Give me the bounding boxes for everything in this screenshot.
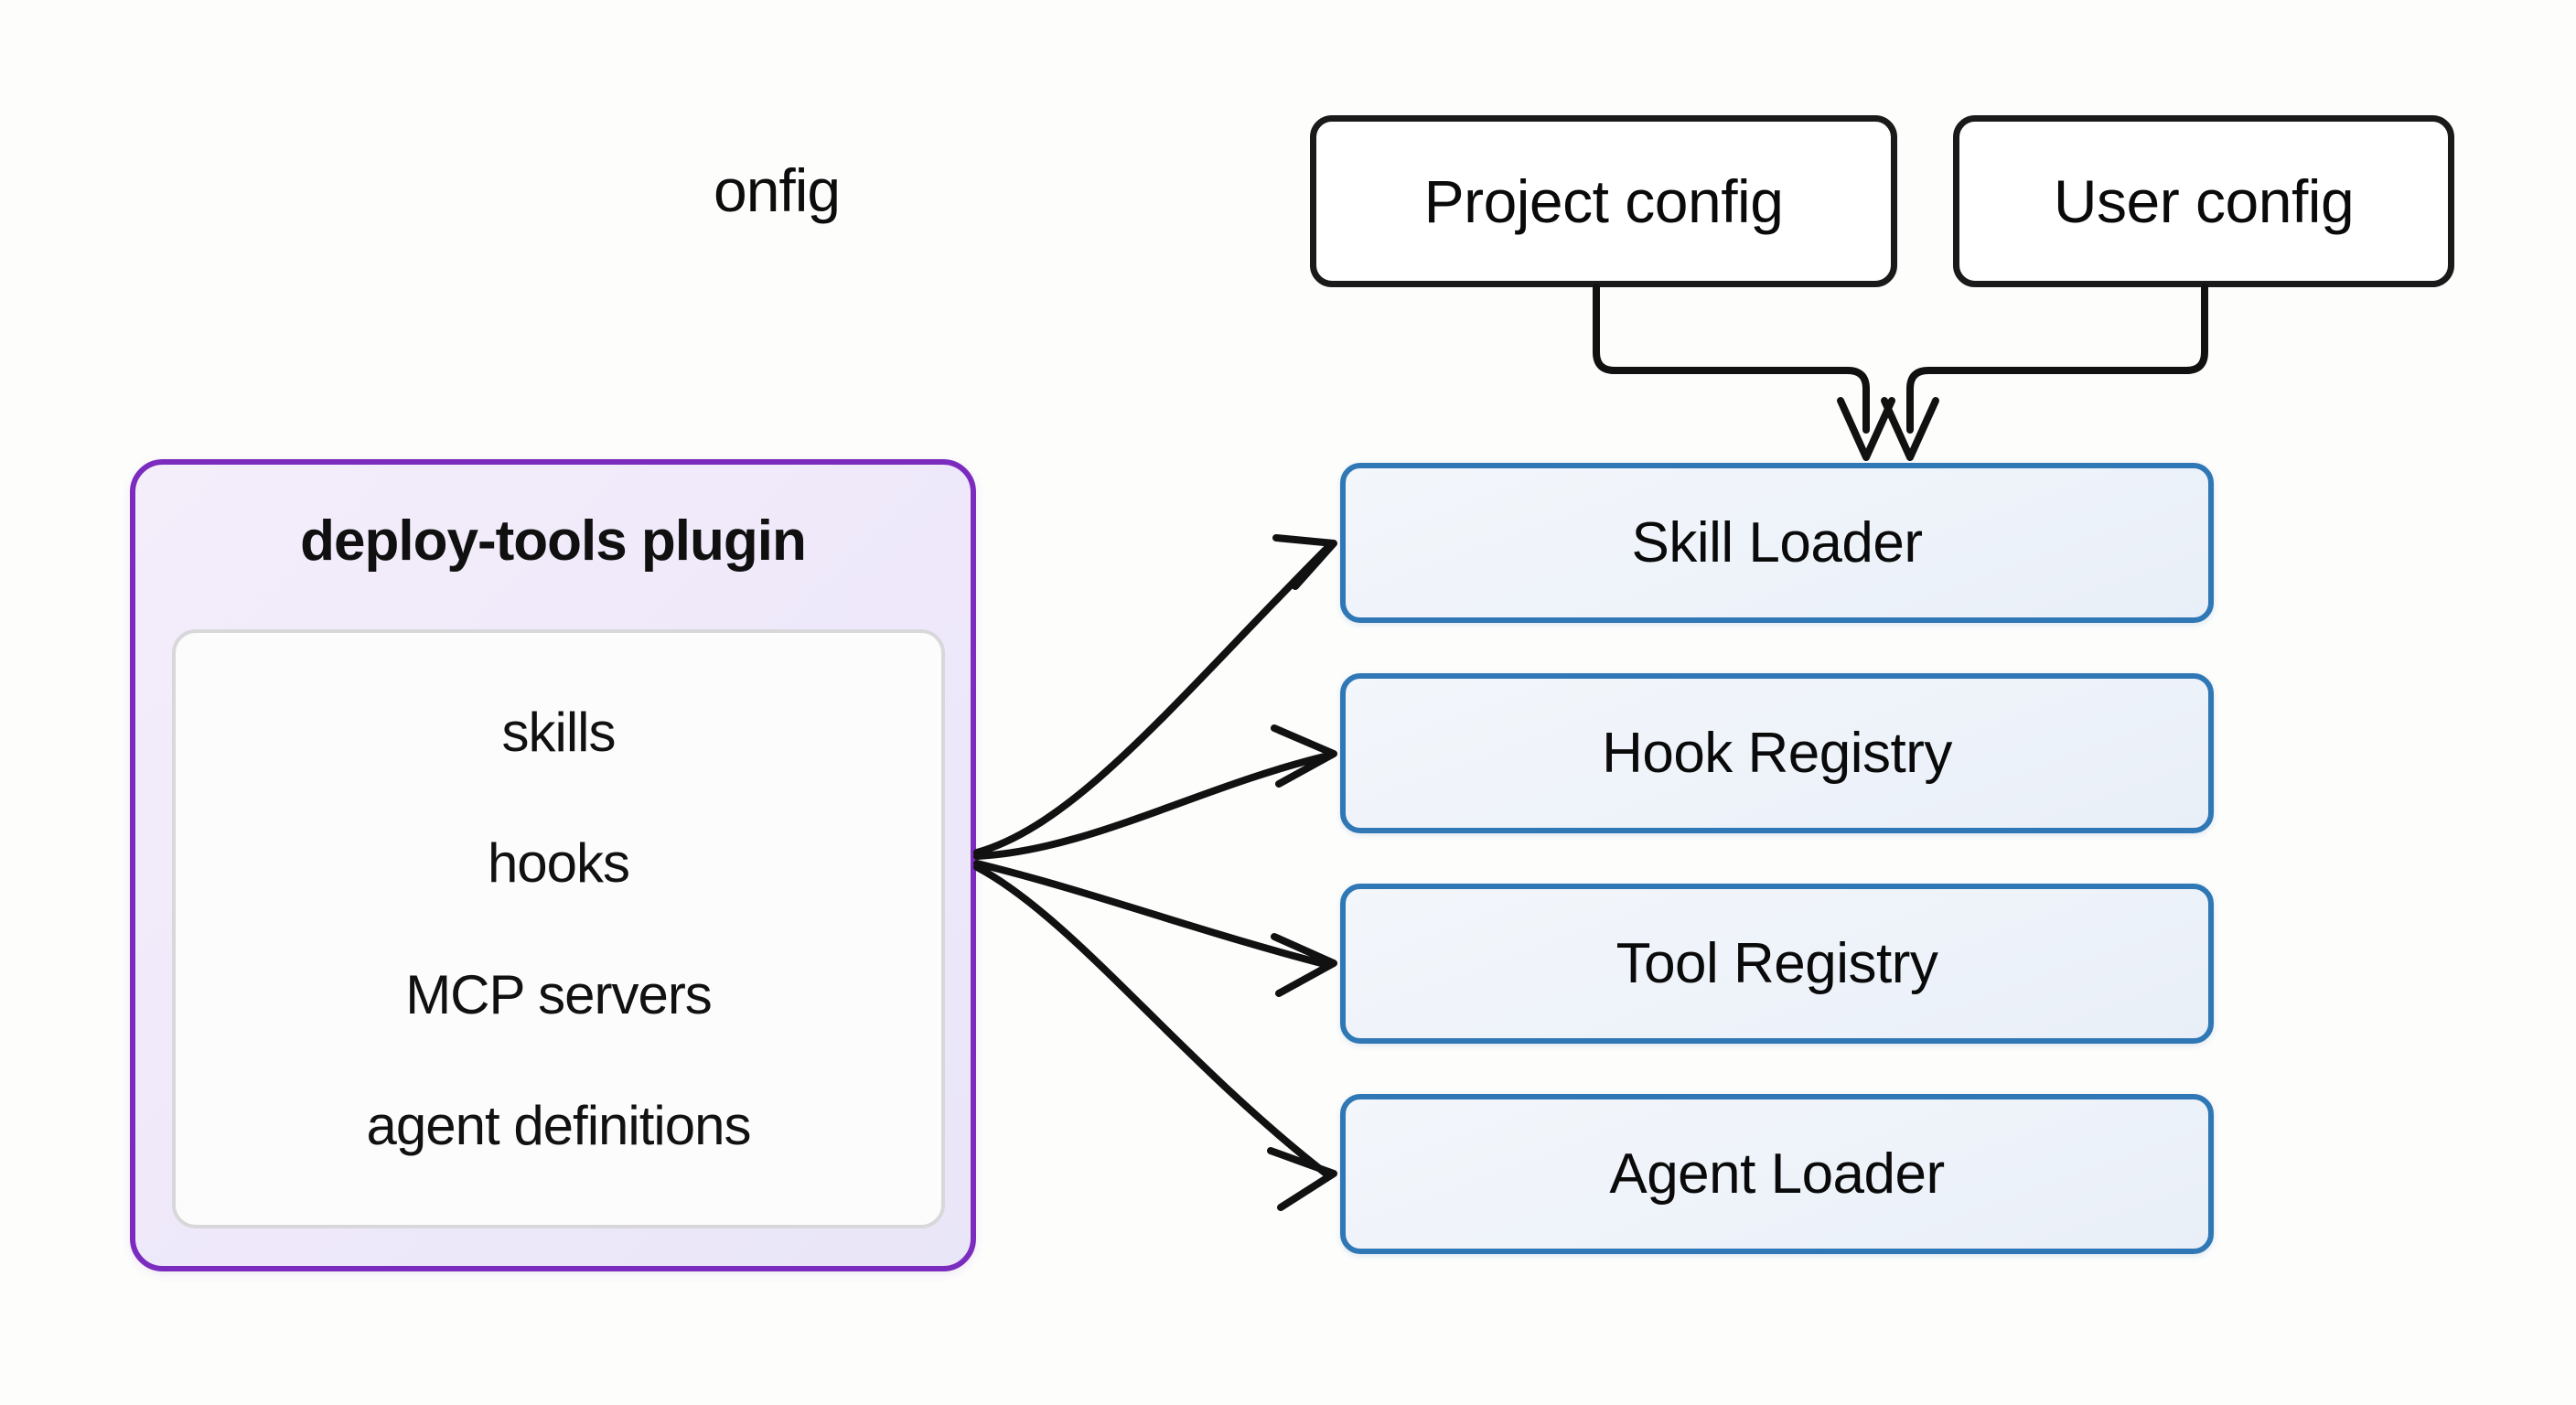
node-project-config-label: Project config [1423, 167, 1784, 235]
node-tool-registry-label: Tool Registry [1615, 932, 1938, 995]
arrowhead-user-config [1881, 397, 1939, 461]
arrowhead-agent-loader [1267, 1147, 1337, 1211]
plugin-item-mcp-servers: MCP servers [405, 963, 713, 1025]
plugin-item-skills: skills [501, 702, 617, 764]
node-skill-loader-label: Skill Loader [1631, 511, 1923, 574]
plugin-item-hooks: hooks [487, 832, 630, 895]
arrowhead-hook-registry [1271, 724, 1337, 788]
node-hook-registry[interactable]: Hook Registry [1340, 673, 2214, 833]
arrowhead-skill-loader [1272, 534, 1337, 590]
node-deploy-tools-plugin[interactable]: deploy-tools plugin skills hooks MCP ser… [130, 459, 976, 1271]
plugin-contents-panel: skills hooks MCP servers agent definitio… [172, 629, 945, 1228]
edge-user-config-to-skill-loader [1906, 284, 2208, 434]
node-agent-loader[interactable]: Agent Loader [1340, 1094, 2214, 1254]
node-user-config-label: User config [2053, 167, 2355, 235]
edge-plugin-to-hook-registry [973, 752, 1332, 860]
node-tool-registry[interactable]: Tool Registry [1340, 884, 2214, 1044]
edge-plugin-to-tool-registry [973, 860, 1332, 969]
node-hook-registry-label: Hook Registry [1602, 722, 1952, 785]
node-agent-loader-label: Agent Loader [1609, 1142, 1945, 1206]
arrowhead-project-config [1837, 397, 1895, 461]
node-user-config[interactable]: User config [1953, 115, 2454, 287]
edge-project-config-to-skill-loader [1593, 284, 1870, 434]
node-skill-loader[interactable]: Skill Loader [1340, 463, 2214, 623]
node-project-config[interactable]: Project config [1310, 115, 1897, 287]
edge-plugin-to-skill-loader [973, 543, 1332, 856]
plugin-title: deploy-tools plugin [300, 509, 807, 573]
edge-plugin-to-agent-loader [973, 863, 1332, 1179]
arrowhead-tool-registry [1271, 933, 1337, 997]
plugin-item-agent-definitions: agent definitions [366, 1094, 752, 1156]
clipped-config-label: onfig [714, 156, 841, 224]
